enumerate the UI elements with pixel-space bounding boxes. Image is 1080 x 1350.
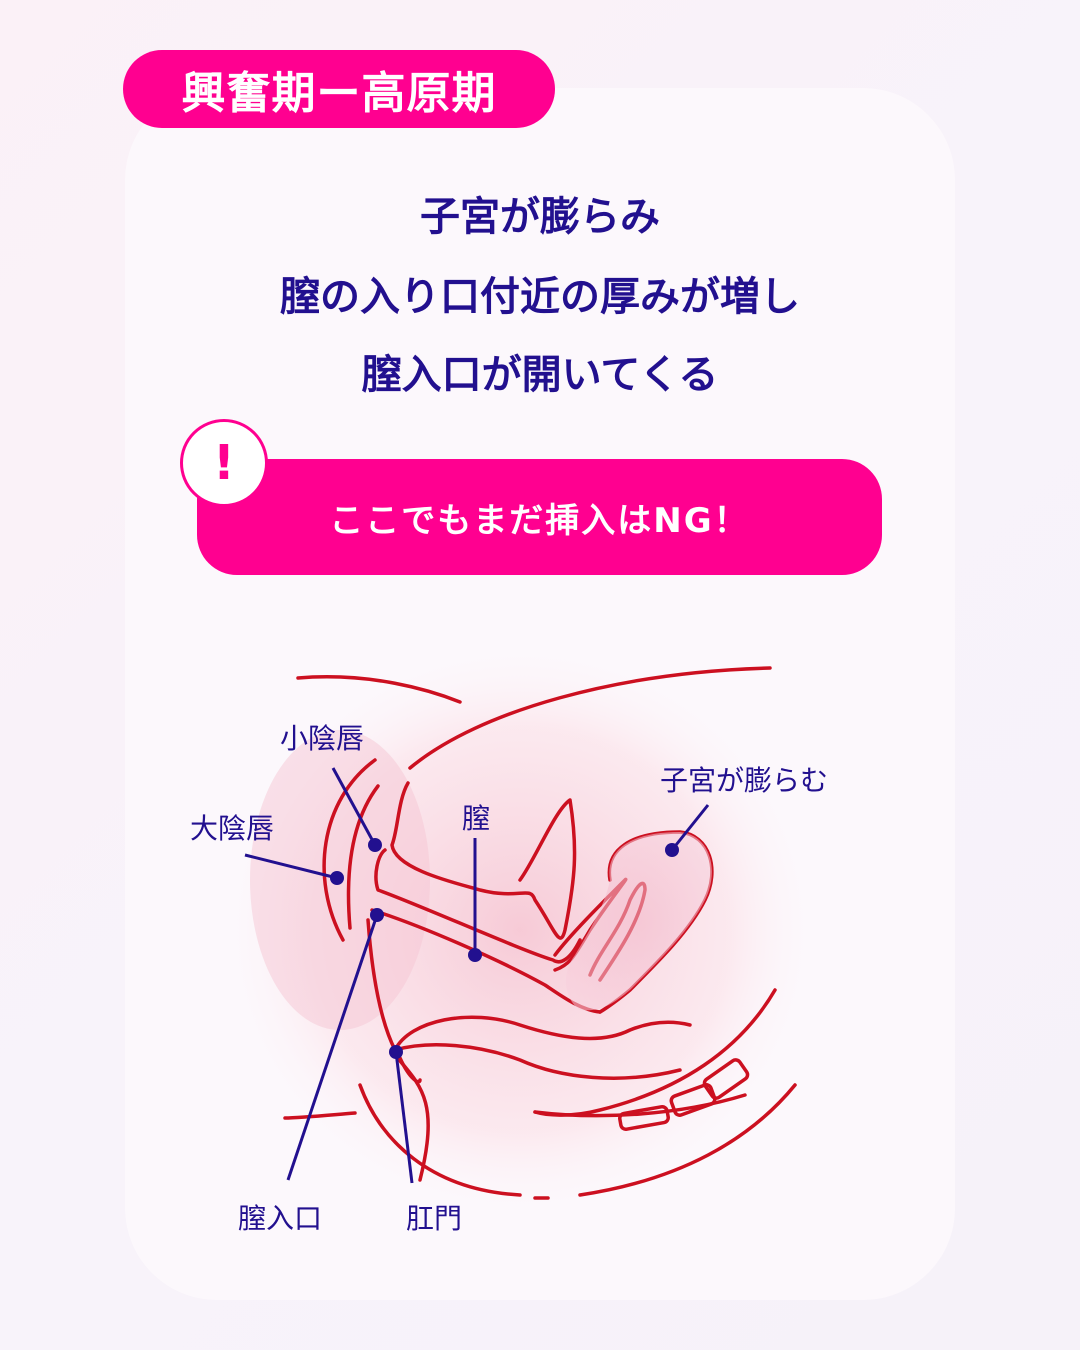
- headline-line-3: 膣入口が開いてくる: [361, 352, 719, 398]
- dot-labia-minora: [368, 838, 382, 852]
- exclamation-icon: !: [180, 419, 268, 507]
- label-labia-majora: 大陰唇: [190, 812, 274, 845]
- label-anus: 肛門: [406, 1202, 462, 1235]
- anatomy-outline: [283, 666, 797, 1200]
- label-labia-minora: 小陰唇: [280, 722, 364, 755]
- dot-vagina: [468, 948, 482, 962]
- stage-badge: 興奮期ー高原期: [123, 50, 555, 128]
- leader-lines: [244, 767, 710, 1184]
- stage-badge-label: 興奮期ー高原期: [181, 68, 497, 119]
- uterus-shape: [565, 832, 712, 1011]
- dot-anus: [389, 1045, 403, 1059]
- label-vagina: 膣: [462, 802, 490, 835]
- dot-vaginal-opening: [370, 908, 384, 922]
- label-vaginal-opening: 膣入口: [238, 1202, 322, 1235]
- label-dots: [330, 838, 679, 1059]
- headline-line-2: 膣の入り口付近の厚みが増し: [280, 274, 800, 320]
- label-uterus: 子宮が膨らむ: [660, 764, 828, 797]
- dot-uterus: [665, 843, 679, 857]
- warning-banner: ここでもまだ挿入はNG！: [197, 459, 882, 575]
- warning-text: ここでもまだ挿入はNG！: [329, 500, 750, 541]
- headline-line-1: 子宮が膨らみ: [420, 194, 660, 240]
- dot-labia-majora: [330, 871, 344, 885]
